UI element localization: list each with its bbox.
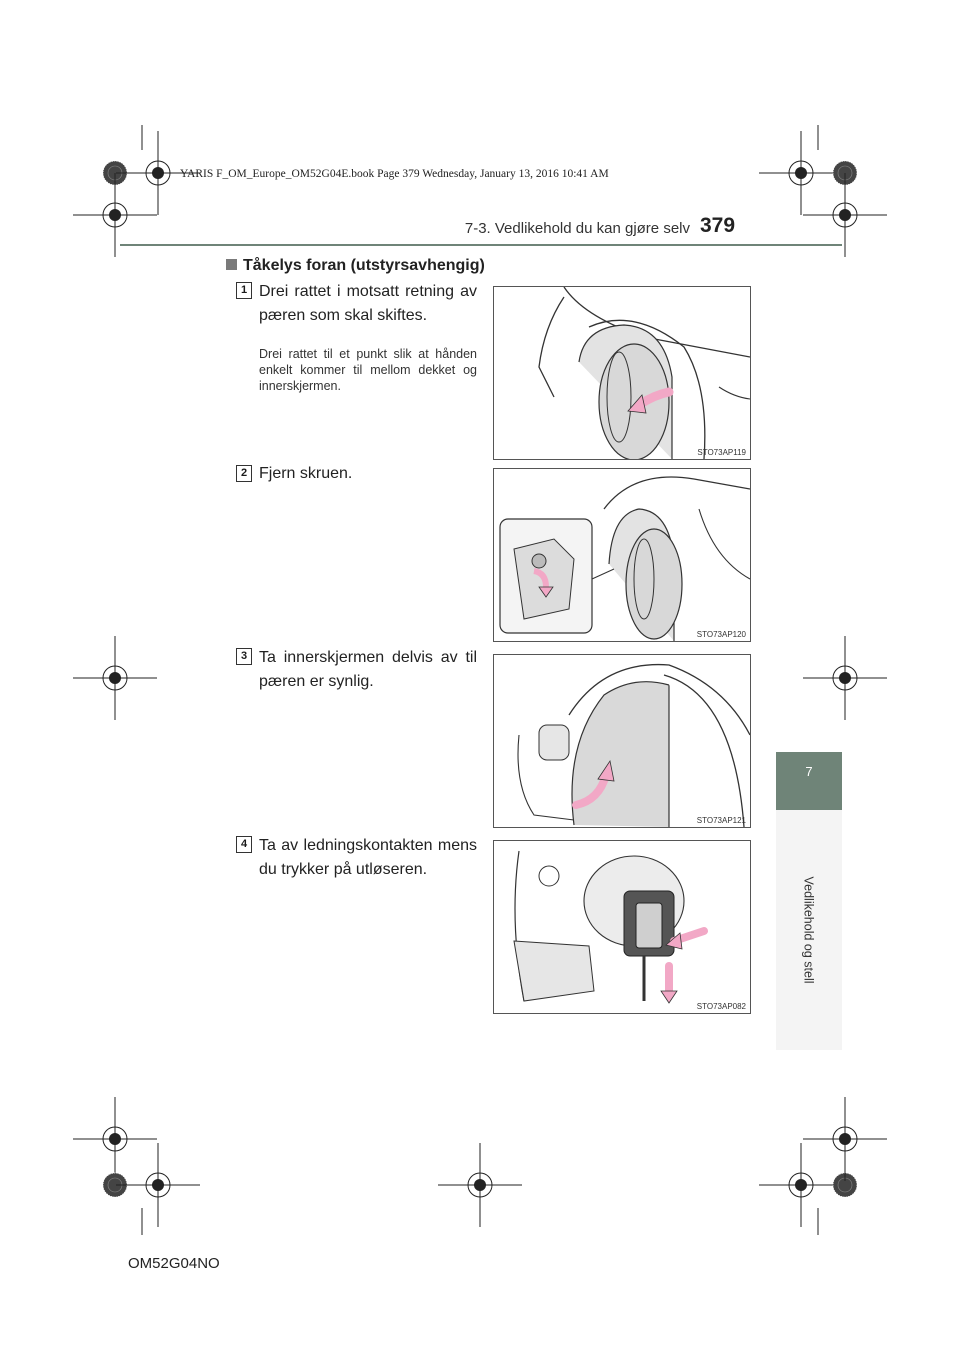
chapter-tab[interactable]: 7 bbox=[776, 752, 842, 810]
section-heading: Tåkelys foran (utstyrsavhengig) bbox=[226, 257, 485, 275]
step-3-text: Ta innerskjermen delvis av til pæren er … bbox=[259, 649, 477, 690]
chapter-label: Vedlikehold og stell bbox=[776, 810, 842, 1050]
step-4-figure-code: STO73AP082 bbox=[696, 1002, 746, 1011]
step-2-badge: 2 bbox=[236, 465, 252, 482]
book-info-line: YARIS F_OM_Europe_OM52G04E.book Page 379… bbox=[180, 168, 609, 180]
step-1-note: Drei rattet til et punkt slik at hånden … bbox=[259, 347, 477, 393]
step-4-figure: STO73AP082 bbox=[493, 840, 751, 1014]
chapter-strip bbox=[776, 810, 842, 1050]
step-2-figure: STO73AP120 bbox=[493, 468, 751, 642]
step-2-figure-code: STO73AP120 bbox=[696, 630, 746, 639]
wheel-turn-illustration bbox=[538, 287, 750, 459]
section-heading-text: Tåkelys foran (utstyrsavhengig) bbox=[243, 257, 485, 274]
step-1-figure: STO73AP119 bbox=[493, 286, 751, 460]
step-2-text: Fjern skruen. bbox=[259, 465, 353, 482]
step-4-text: Ta av ledningskontakten mens du trykker … bbox=[259, 837, 477, 878]
screw-removal-illustration bbox=[499, 476, 750, 641]
step-4-badge: 4 bbox=[236, 836, 252, 853]
chapter-label-text: Vedlikehold og stell bbox=[802, 876, 816, 984]
step-1-figure-code: STO73AP119 bbox=[697, 448, 746, 457]
step-1-badge: 1 bbox=[236, 282, 252, 299]
inner-fender-illustration bbox=[517, 663, 750, 827]
header-rule bbox=[120, 244, 842, 246]
step-3-badge: 3 bbox=[236, 648, 252, 665]
step-3-figure-code: STO73AP121 bbox=[696, 816, 746, 825]
step-3-figure: STO73AP121 bbox=[493, 654, 751, 828]
section-title: 7-3. Vedlikehold du kan gjøre selv bbox=[464, 220, 690, 237]
step-1-text: Drei rattet i motsatt retning av pæren s… bbox=[259, 283, 477, 324]
connector-release-illustration bbox=[513, 850, 708, 1004]
page-number: 379 bbox=[700, 214, 736, 237]
square-bullet-icon bbox=[226, 259, 237, 270]
document-code: OM52G04NO bbox=[128, 1255, 220, 1272]
